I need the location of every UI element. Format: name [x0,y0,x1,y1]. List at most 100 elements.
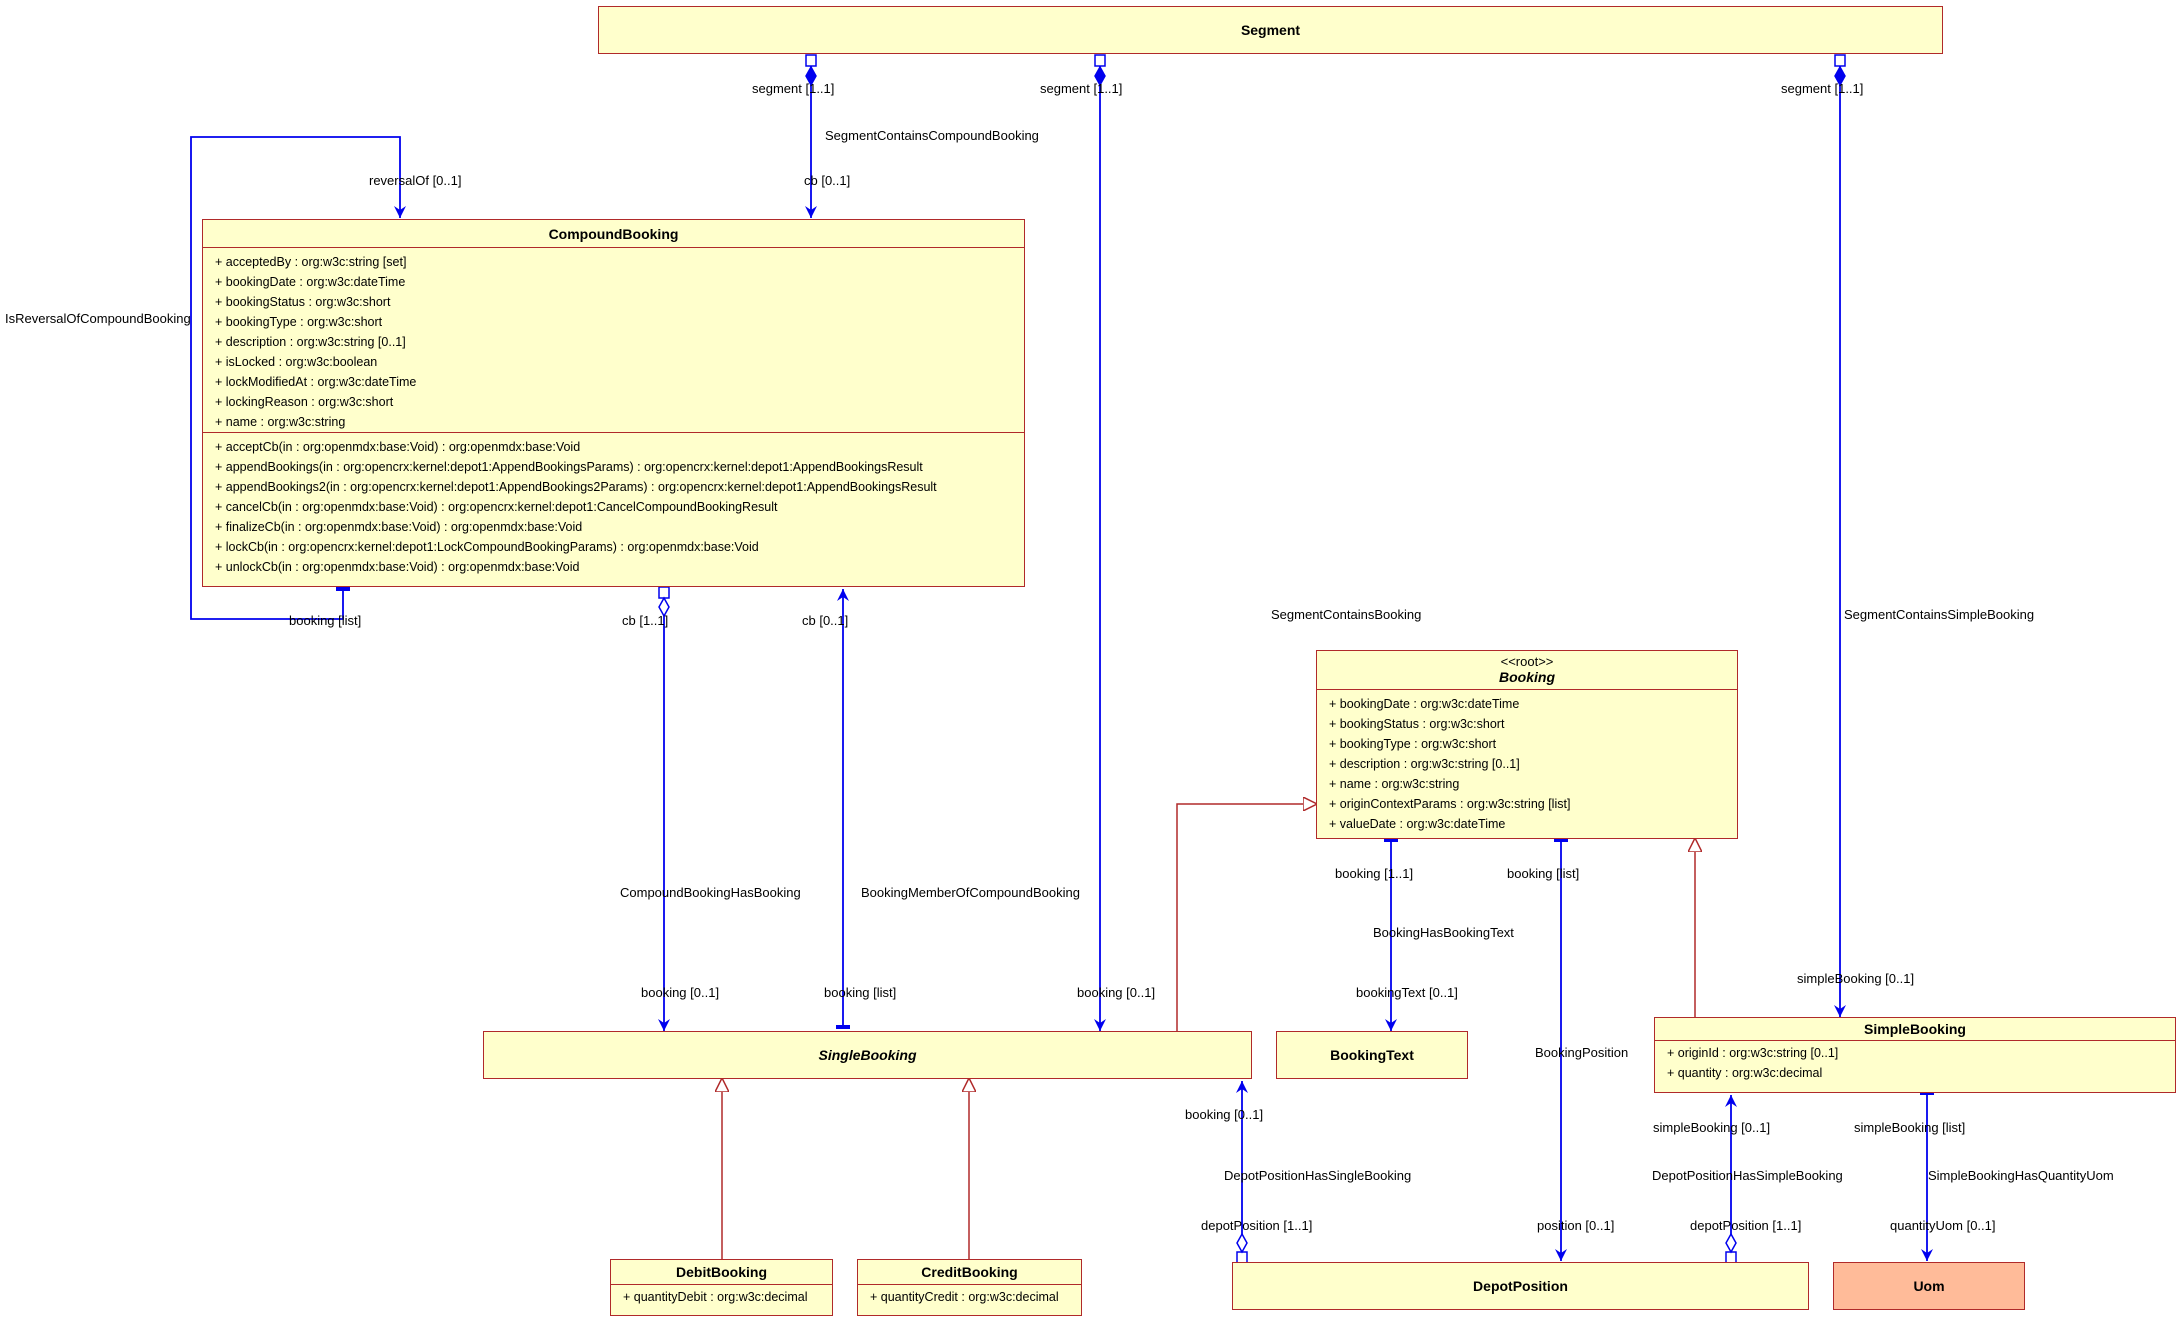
role-label: depotPosition [1..1] [1201,1218,1313,1233]
role-label: segment [1..1] [752,81,835,96]
role-label: cb [1..1] [622,613,669,628]
attribute: + lockModifiedAt : org:w3c:dateTime [215,375,417,389]
attribute: + name : org:w3c:string [215,415,346,429]
simple-booking-class[interactable]: SimpleBooking + originId : org:w3c:strin… [1654,1017,2176,1093]
operation: + acceptCb(in : org:openmdx:base:Void) :… [215,440,581,454]
class-name: Booking [1499,669,1555,685]
attribute: + valueDate : org:w3c:dateTime [1329,817,1506,831]
role-label: reversalOf [0..1] [369,173,462,188]
generalization-single-booking [1176,804,1317,1031]
role-label: simpleBooking [0..1] [1653,1120,1771,1135]
composition-diamond-3 [1834,65,1846,87]
list-end-single-booking [836,1025,850,1029]
attribute: + name : org:w3c:string [1329,777,1460,791]
operation: + appendBookings(in : org:opencrx:kernel… [215,460,923,474]
association-label: SimpleBookingHasQuantityUom [1928,1168,2114,1183]
attributes-compartment: + quantityCredit : org:w3c:decimal [858,1284,1081,1311]
credit-booking-class[interactable]: CreditBooking + quantityCredit : org:w3c… [857,1259,1082,1316]
attributes-compartment: + quantityDebit : org:w3c:decimal [611,1284,832,1311]
role-label: cb [0..1] [804,173,851,188]
role-label: bookingText [0..1] [1356,985,1458,1000]
attribute: + quantityDebit : org:w3c:decimal [623,1290,808,1304]
attribute: + acceptedBy : org:w3c:string [set] [215,255,407,269]
attributes-compartment: + acceptedBy : org:w3c:string [set] + bo… [203,247,1024,432]
assoc-reversal-of [190,136,406,620]
attribute: + description : org:w3c:string [0..1] [215,335,406,349]
association-label: BookingMemberOfCompoundBooking [861,885,1080,900]
association-label: SegmentContainsSimpleBooking [1844,607,2035,622]
association-label: BookingHasBookingText [1373,925,1514,940]
association-label: CompoundBookingHasBooking [620,885,801,900]
attribute: + bookingStatus : org:w3c:short [1329,717,1505,731]
depot-position-class[interactable]: DepotPosition [1232,1262,1809,1310]
attribute: + quantity : org:w3c:decimal [1667,1066,1823,1080]
association-label: BookingPosition [1535,1045,1629,1060]
class-name: BookingText [1330,1047,1414,1063]
attribute: + bookingType : org:w3c:short [1329,737,1497,751]
qualifier-cb [658,586,670,599]
class-name: Segment [1240,22,1301,38]
attribute: + bookingStatus : org:w3c:short [215,295,391,309]
role-label: booking [0..1] [641,985,720,1000]
attribute: + originId : org:w3c:string [0..1] [1667,1046,1839,1060]
attribute: + lockingReason : org:w3c:short [215,395,394,409]
segment-class[interactable]: Segment [598,6,1943,54]
association-label: DepotPositionHasSingleBooking [1224,1168,1412,1183]
attribute: + bookingType : org:w3c:short [215,315,383,329]
operation: + finalizeCb(in : org:openmdx:base:Void)… [215,520,583,534]
list-end-booking-2 [1554,838,1568,842]
attribute: + bookingDate : org:w3c:dateTime [1329,697,1520,711]
role-label: booking [list] [824,985,897,1000]
list-end-compound-booking [336,587,350,591]
single-booking-class[interactable]: SingleBooking [483,1031,1252,1079]
booking-class[interactable]: <<root>> Booking + bookingDate : org:w3c… [1316,650,1738,839]
qualifier-segment-3 [1834,54,1846,67]
association-label: SegmentContainsBooking [1271,607,1422,622]
class-name: Uom [1913,1278,1945,1294]
qualifier-segment-2 [1094,54,1106,67]
operation: + unlockCb(in : org:openmdx:base:Void) :… [215,560,580,574]
stereotype: <<root>> [1500,654,1554,669]
role-label: booking [list] [1507,866,1580,881]
role-label: booking [0..1] [1185,1107,1264,1122]
compound-booking-class[interactable]: CompoundBooking + acceptedBy : org:w3c:s… [202,219,1025,587]
attribute: + quantityCredit : org:w3c:decimal [870,1290,1059,1304]
role-label: simpleBooking [0..1] [1797,971,1915,986]
attributes-compartment: + originId : org:w3c:string [0..1] + qua… [1655,1040,2175,1087]
aggregation-diamond-depot-1 [1236,1232,1248,1254]
role-label: segment [1..1] [1781,81,1864,96]
operations-compartment: + acceptCb(in : org:openmdx:base:Void) :… [203,432,1024,581]
qualifier-segment-1 [805,54,817,67]
attribute: + bookingDate : org:w3c:dateTime [215,275,406,289]
uom-class[interactable]: Uom [1833,1262,2025,1310]
association-label: SegmentContainsCompoundBooking [825,128,1039,143]
attribute: + isLocked : org:w3c:boolean [215,355,378,369]
class-name: SimpleBooking [1864,1021,1966,1037]
class-name: SingleBooking [818,1047,917,1063]
list-end-booking-1 [1384,838,1398,842]
role-label: booking [list] [289,613,362,628]
composition-diamond-1 [805,65,817,87]
booking-text-class[interactable]: BookingText [1276,1031,1468,1079]
debit-booking-class[interactable]: DebitBooking + quantityDebit : org:w3c:d… [610,1259,833,1316]
attributes-compartment: + bookingDate : org:w3c:dateTime + booki… [1317,689,1737,838]
association-label: IsReversalOfCompoundBooking [5,311,191,326]
list-end-simple-booking [1920,1091,1934,1095]
role-label: cb [0..1] [802,613,849,628]
aggregation-diamond-cb [658,596,670,618]
role-label: quantityUom [0..1] [1890,1218,1996,1233]
role-label: simpleBooking [list] [1854,1120,1966,1135]
class-name: DepotPosition [1473,1278,1568,1294]
role-label: booking [1..1] [1335,866,1414,881]
composition-diamond-2 [1094,65,1106,87]
operation: + appendBookings2(in : org:opencrx:kerne… [215,480,937,494]
class-name: CompoundBooking [548,226,679,242]
aggregation-diamond-depot-2 [1725,1232,1737,1254]
operation: + lockCb(in : org:opencrx:kernel:depot1:… [215,540,759,554]
association-label: DepotPositionHasSimpleBooking [1652,1168,1843,1183]
attribute: + description : org:w3c:string [0..1] [1329,757,1520,771]
role-label: position [0..1] [1537,1218,1615,1233]
class-name: CreditBooking [921,1264,1018,1280]
attribute: + originContextParams : org:w3c:string [… [1329,797,1571,811]
